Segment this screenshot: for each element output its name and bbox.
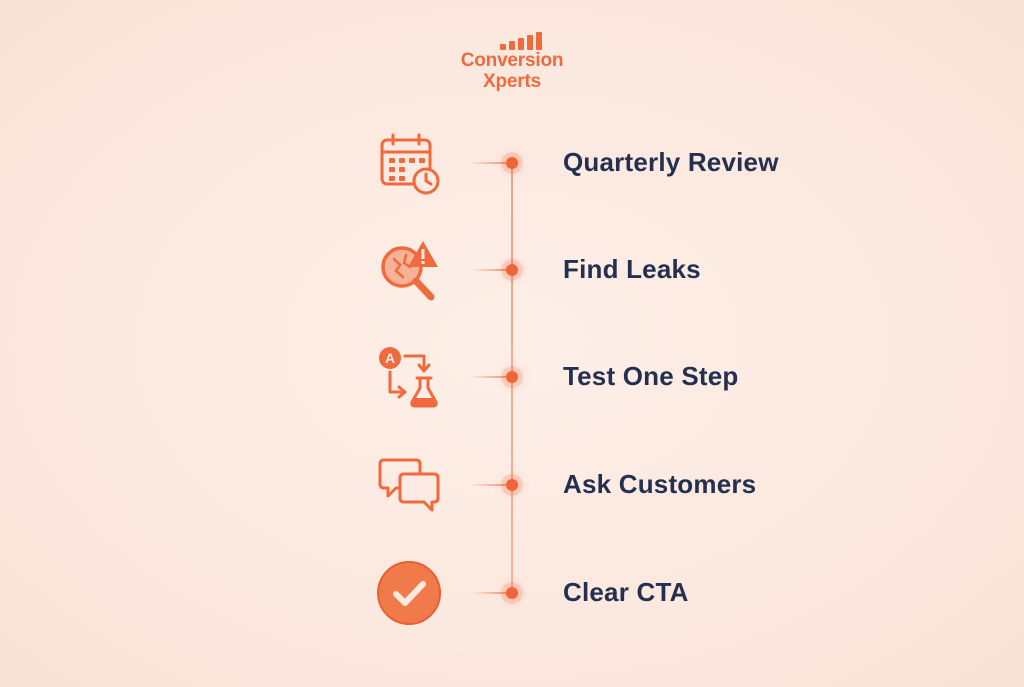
brand-logo: Conversion Xperts [430, 30, 594, 92]
check-circle-icon [377, 561, 441, 625]
timeline-dot [506, 587, 518, 599]
bar-chart-logo-icon [448, 30, 594, 50]
timeline-dot [506, 371, 518, 383]
connector-line [470, 484, 510, 486]
timeline-dot [506, 264, 518, 276]
step-ask-customers: Ask Customers [370, 450, 930, 520]
connector-line [470, 376, 510, 378]
step-label: Clear CTA [563, 577, 689, 607]
step-quarterly-review: Quarterly Review [370, 128, 930, 198]
connector-line [470, 592, 510, 594]
logo-text-line2: Xperts [483, 71, 541, 92]
step-find-leaks: Find Leaks [370, 235, 930, 305]
step-test-one-step: A Test One Step [370, 342, 930, 412]
step-label: Quarterly Review [563, 147, 779, 177]
magnifier-warning-icon [381, 241, 438, 301]
svg-text:A: A [385, 350, 395, 366]
timeline-dot [506, 479, 518, 491]
step-label: Test One Step [563, 361, 739, 391]
connector-line [470, 162, 510, 164]
step-label: Ask Customers [563, 469, 757, 499]
connector-line [470, 269, 510, 271]
timeline-dot [506, 157, 518, 169]
step-label: Find Leaks [563, 254, 701, 284]
calendar-clock-icon [380, 133, 440, 195]
chat-bubbles-icon [378, 458, 440, 512]
logo-text-line1: Conversion [460, 50, 564, 71]
step-clear-cta: Clear CTA [370, 558, 930, 628]
ab-test-flask-icon: A [379, 347, 438, 408]
